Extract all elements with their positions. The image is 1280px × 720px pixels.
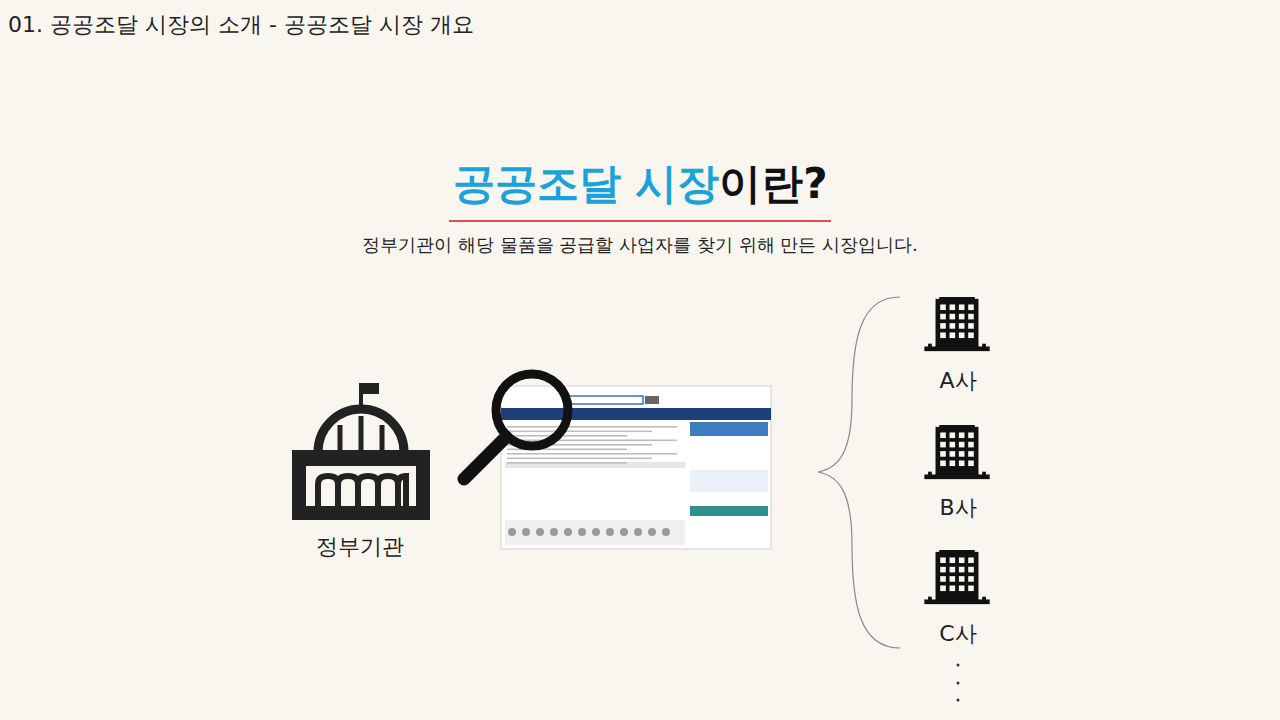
building-icon: [924, 550, 989, 604]
screenshot-line: [507, 431, 652, 433]
screenshot-line: [507, 435, 627, 437]
node-text: B사: [939, 493, 976, 523]
title-part: 공공조달 시장: [453, 159, 720, 208]
entity-label: C사: [933, 617, 982, 651]
screenshot-icon: [550, 528, 558, 536]
screenshot-icon: [620, 528, 628, 536]
node-text: 정부기관: [316, 532, 404, 562]
building-icon: [924, 297, 989, 351]
magnifier-icon: [464, 374, 568, 479]
entity-label: 정부기관: [310, 530, 410, 564]
screenshot-icon: [578, 528, 586, 536]
government-icon: [292, 383, 430, 520]
screenshot-icon: [634, 528, 642, 536]
title-part: 이란?: [719, 159, 827, 208]
node-text: C사: [939, 619, 976, 649]
entity-label: A사: [933, 364, 982, 398]
screenshot-icon: [564, 528, 572, 536]
screenshot-icon: [536, 528, 544, 536]
screenshot-line: [507, 440, 677, 442]
screenshot-line: [507, 458, 652, 460]
entity-label: B사: [933, 491, 982, 525]
building-icon: [924, 425, 989, 479]
screenshot-line: [507, 462, 627, 464]
screenshot-icon: [508, 528, 516, 536]
screenshot-line: [507, 453, 677, 455]
screenshot-icon: [606, 528, 614, 536]
screenshot-icon: [662, 528, 670, 536]
ellipsis-dots: [957, 664, 960, 702]
screenshot-icon: [592, 528, 600, 536]
page-header: 01. 공공조달 시장의 소개 - 공공조달 시장 개요: [8, 10, 474, 40]
title: 공공조달 시장이란?: [0, 156, 1280, 212]
website-screenshot: [501, 386, 771, 549]
screenshot-icon: [648, 528, 656, 536]
brace: [818, 297, 900, 648]
screenshot-line: [507, 426, 677, 428]
title-underline: [449, 220, 831, 222]
subtitle: 정부기관이 해당 물품을 공급할 사업자를 찾기 위해 만든 시장입니다.: [362, 233, 918, 257]
screenshot-icon: [522, 528, 530, 536]
node-text: A사: [939, 366, 976, 396]
